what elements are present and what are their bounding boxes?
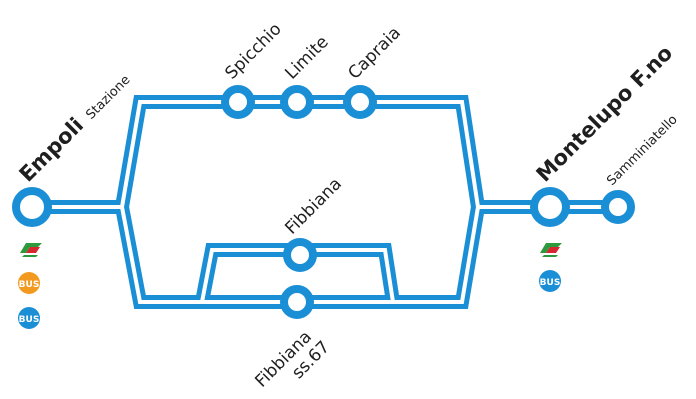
bus-badge-blue: BUS (18, 307, 40, 329)
train-icon (540, 243, 562, 257)
station-label-capraia: Capraia (344, 23, 405, 84)
station-node-montelupo[interactable] (530, 187, 570, 227)
station-node-samminiatello[interactable] (601, 190, 635, 224)
station-node-empoli[interactable] (12, 187, 52, 227)
station-label-samminiatello: Samminiatello (604, 112, 681, 189)
station-node-spicchio[interactable] (221, 85, 255, 119)
station-label-empoli: Empoli Stazione (15, 67, 135, 187)
bus-badge-blue-label: BUS (19, 315, 40, 325)
bus-badge-orange: BUS (18, 272, 40, 294)
station-nodes (12, 85, 635, 319)
station-node-fibbiana-ss67[interactable] (280, 285, 314, 319)
station-label-spicchio: Spicchio (221, 19, 285, 83)
station-node-capraia[interactable] (343, 85, 377, 119)
station-label-montelupo: Montelupo F.no (532, 41, 678, 187)
train-icon (20, 243, 42, 257)
station-node-fibbiana[interactable] (283, 238, 317, 272)
station-label-limite: Limite (281, 32, 332, 83)
station-label-fibbiana-ss67: Fibbiana ss.67 (251, 327, 334, 391)
station-label-fibbiana: Fibbiana (281, 174, 345, 238)
empoli-interchanges: BUS BUS (18, 243, 42, 329)
bus-badge-orange-label: BUS (19, 280, 40, 290)
bus-badge-blue-label: BUS (540, 278, 561, 288)
station-node-limite[interactable] (280, 85, 314, 119)
montelupo-interchanges: BUS (539, 243, 562, 292)
bus-badge-blue: BUS (539, 270, 561, 292)
